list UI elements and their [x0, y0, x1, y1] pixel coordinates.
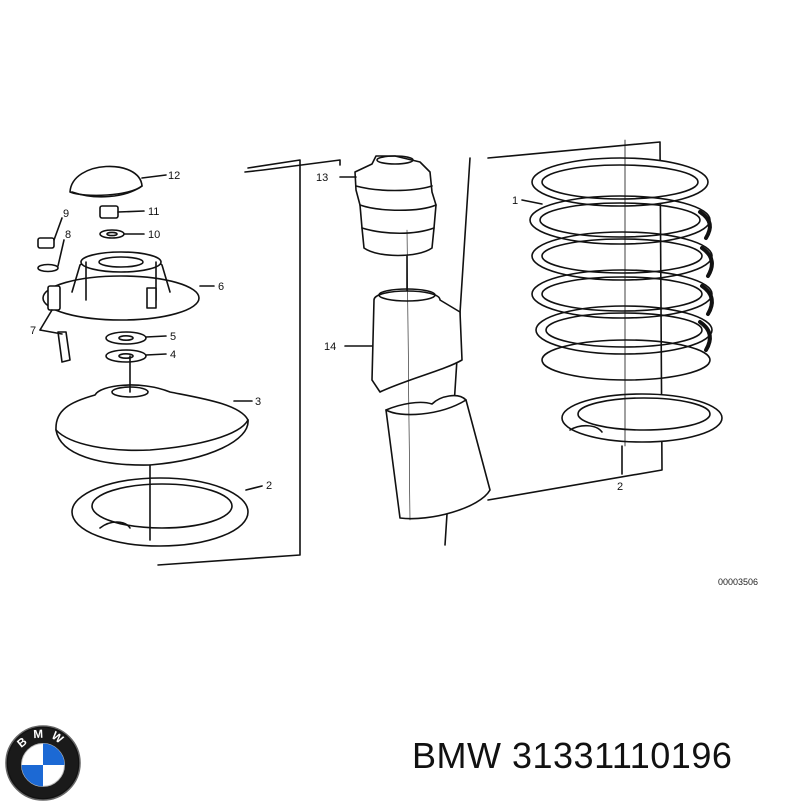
- callout-4: 4: [170, 349, 176, 361]
- frame-middle: [244, 159, 341, 173]
- part-12-cap: [69, 165, 167, 198]
- part-10-washer: [99, 229, 145, 239]
- part-13-bump-stop: [339, 155, 437, 257]
- callout-14: 14: [324, 341, 336, 353]
- part-14-boot: [344, 255, 491, 520]
- callout-2-left: 2: [266, 480, 272, 492]
- part-5-washer: [105, 331, 167, 345]
- frame-right: [487, 141, 663, 501]
- callout-7: 7: [30, 325, 36, 337]
- part-6-strut-mount: [42, 251, 215, 321]
- drawing-reference-number: 00003506: [718, 577, 758, 587]
- callout-12: 12: [168, 170, 180, 182]
- callout-5: 5: [170, 331, 176, 343]
- bmw-logo: BMW: [5, 725, 81, 801]
- callout-13: 13: [316, 172, 328, 184]
- callout-11: 11: [148, 206, 159, 218]
- callout-1: 1: [512, 195, 518, 207]
- part-7-studs: [39, 285, 71, 363]
- part-11-nut: [99, 205, 145, 219]
- part-2-spring-pad-right: [561, 139, 723, 475]
- part-number-caption: BMW 31331110196: [412, 735, 733, 776]
- callout-10: 10: [148, 229, 160, 241]
- part-1-coil-spring: [521, 157, 714, 381]
- frame-left: [157, 159, 301, 566]
- callout-9: 9: [63, 208, 69, 220]
- callout-2-right: 2: [617, 481, 623, 493]
- part-2-spring-pad-left: [71, 464, 263, 547]
- callout-8: 8: [65, 229, 71, 241]
- part-8-washer: [37, 239, 65, 273]
- part-9-nut: [37, 217, 63, 249]
- callout-6: 6: [218, 281, 224, 293]
- part-3-spring-seat: [55, 355, 253, 466]
- callout-3: 3: [255, 396, 261, 408]
- part-4-washer: [105, 349, 167, 363]
